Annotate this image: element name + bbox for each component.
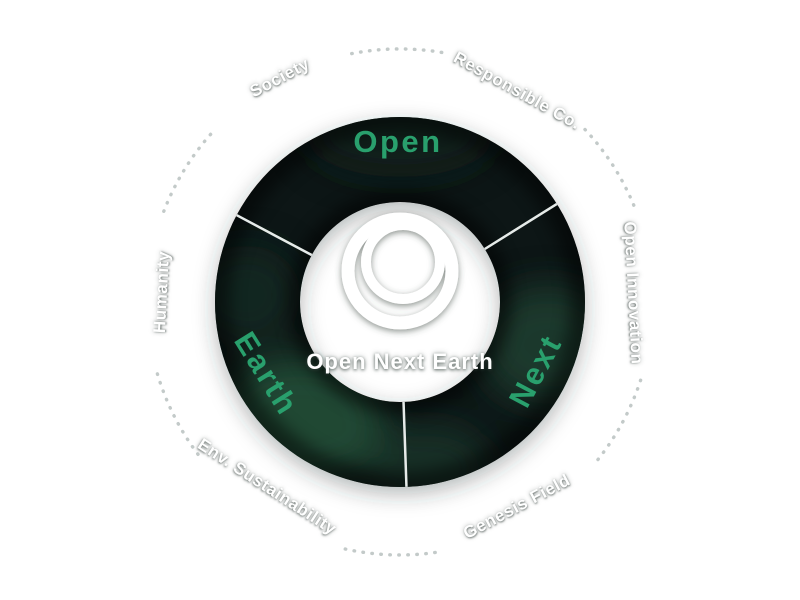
dotted-arc-upper-right [583, 127, 638, 213]
open-next-earth-logo-icon [341, 212, 459, 330]
logo-outer-ring [341, 212, 459, 330]
logo-inner-ring [361, 220, 445, 304]
dotted-arc-lower-left [153, 365, 200, 456]
dotted-arc-bottom [337, 545, 437, 557]
segment-label-open: Open [353, 124, 443, 159]
dotted-arc-lower-right [592, 378, 643, 467]
segment-divider-bottom [402, 399, 408, 487]
segment-divider-upper-left [234, 213, 314, 257]
dotted-arc-upper-left [162, 127, 217, 213]
dotted-orbit [153, 47, 643, 557]
dotted-arc-top [350, 47, 450, 56]
center-wordmark: Open Next Earth [306, 349, 494, 374]
segment-dividers [234, 202, 559, 487]
segment-divider-upper-right [482, 202, 559, 251]
orbit-label-humanity: Humanity [149, 250, 174, 334]
